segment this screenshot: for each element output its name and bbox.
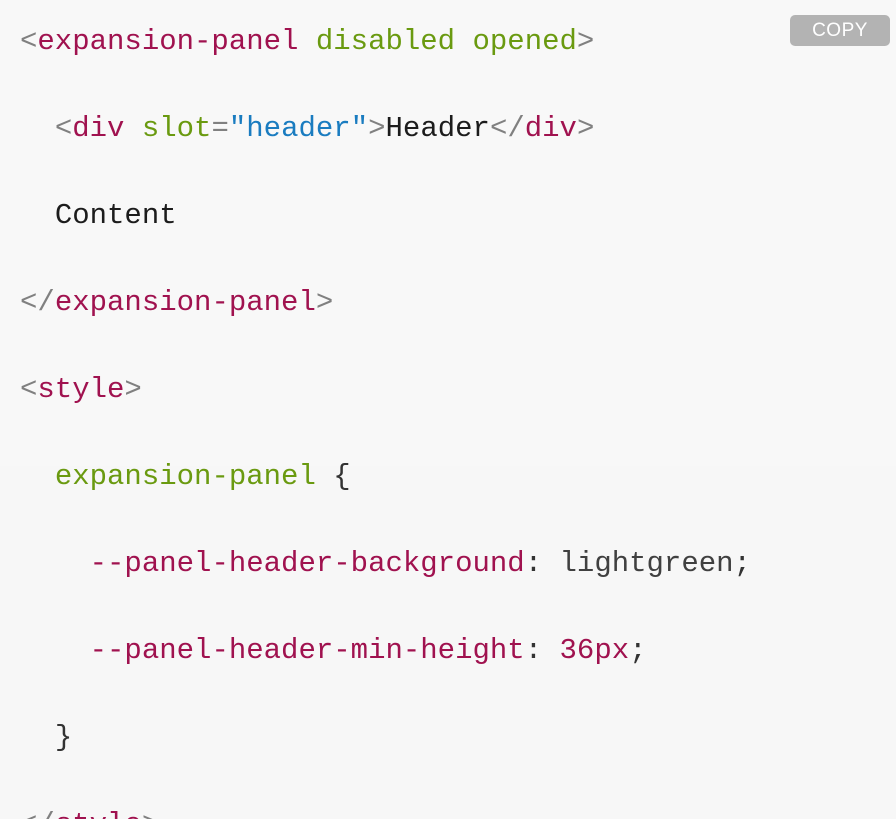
code-lines: <expansion-panel disabled opened> <div s… [20,21,751,819]
code-token-plain [298,25,315,58]
code-token-tag: div [72,112,125,145]
code-token-text: Header [385,112,490,145]
code-indent [20,547,90,580]
code-token-value: lightgreen [559,547,734,580]
code-token-tag: div [524,112,577,145]
code-token-punct: > [142,808,159,819]
code-token-property: --panel-header-min-height [89,634,525,667]
code-token-punct: </ [489,112,525,145]
code-token-string: "header" [228,112,369,145]
code-line: <div slot="header">Header</div> [20,108,751,150]
code-token-punct: < [20,373,38,406]
code-token-punct: > [576,112,595,145]
code-token-punct: = [211,112,229,145]
code-token-punct: > [368,112,386,145]
code-line: </style> [20,804,751,819]
code-token-punct: > [124,373,142,406]
code-indent [20,634,90,667]
code-snippet-viewer: COPY <expansion-panel disabled opened> <… [20,15,890,819]
code-line: <style> [20,369,751,411]
code-token-brace: { [333,460,351,493]
code-indent [20,721,55,754]
code-indent [20,460,55,493]
code-token-plain [316,460,333,493]
code-token-punct: < [54,112,73,145]
code-token-plain: : [524,634,560,667]
code-token-brace: } [54,721,73,754]
code-indent [20,112,55,145]
code-token-property: --panel-header-background [89,547,525,580]
code-line: <expansion-panel disabled opened> [20,21,751,63]
code-token-plain: ; [629,634,647,667]
code-token-punct: </ [20,808,55,819]
code-token-plain: ; [733,547,751,580]
copy-button[interactable]: COPY [790,15,890,46]
code-line: Content [20,195,751,237]
code-token-text: Content [54,199,177,232]
code-token-selector: expansion-panel [54,460,316,493]
code-line: expansion-panel { [20,456,751,498]
code-token-plain [124,112,141,145]
code-token-tag: style [55,808,142,819]
code-token-punct: > [315,286,334,319]
code-block[interactable]: <expansion-panel disabled opened> <div s… [20,21,751,819]
code-line: --panel-header-background: lightgreen; [20,543,751,585]
code-token-tag: expansion-panel [54,286,316,319]
code-token-plain [455,25,472,58]
code-token-tag: expansion-panel [37,25,299,58]
code-token-punct: </ [20,286,55,319]
code-token-plain: : [524,547,560,580]
code-indent [20,199,55,232]
code-token-punct: < [20,25,38,58]
code-line: } [20,717,751,759]
code-line: --panel-header-min-height: 36px; [20,630,751,672]
code-token-tag: style [37,373,125,406]
code-token-attr: disabled [315,25,456,58]
code-token-attr: opened [472,25,577,58]
code-line: </expansion-panel> [20,282,751,324]
code-token-punct: > [576,25,595,58]
code-token-number: 36px [559,634,630,667]
code-token-attr: slot [141,112,212,145]
